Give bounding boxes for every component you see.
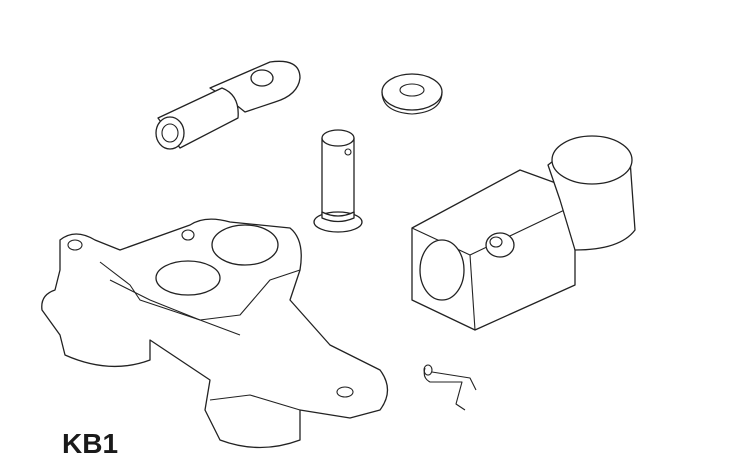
figure-label: KB1 [62,428,119,459]
washer [381,73,443,115]
cable-lug [155,60,301,150]
bracket [41,218,389,449]
terminal-clamp [411,135,636,331]
spring-clip [423,364,477,411]
clevis-pin [313,129,363,233]
